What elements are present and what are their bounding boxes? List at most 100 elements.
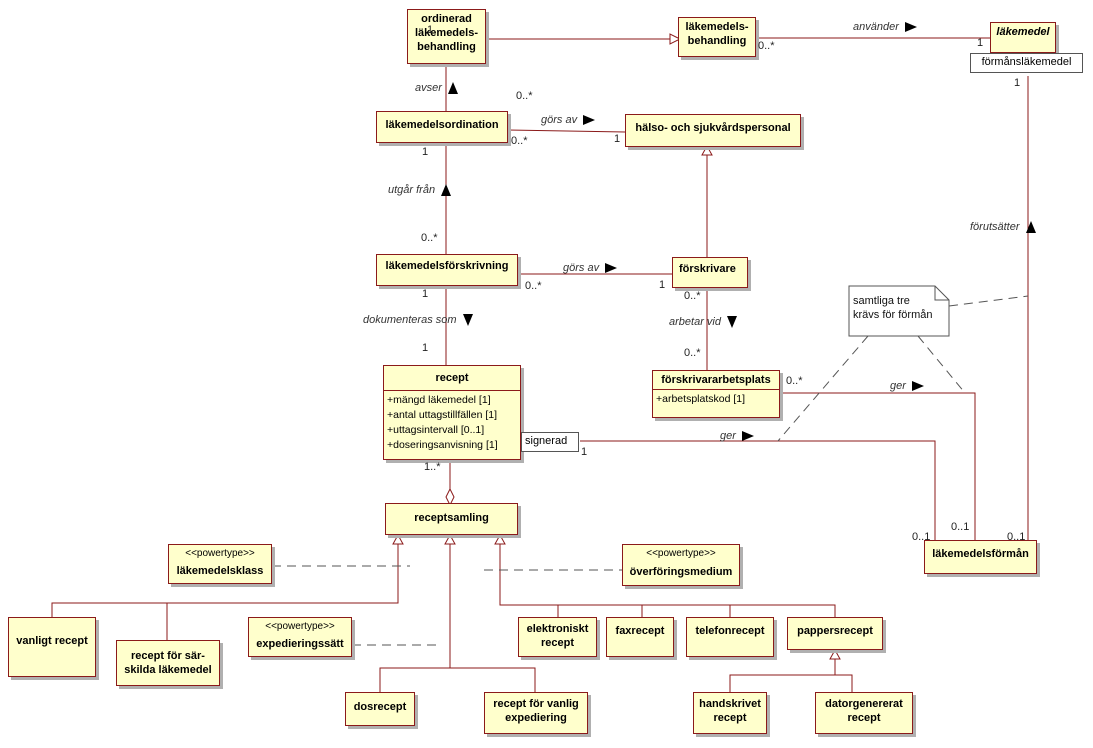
class-name: telefonrecept bbox=[695, 625, 765, 637]
class-name: recept för sär- skilda läkemedel bbox=[124, 650, 212, 676]
class-ordinerad-lakemedelsbehandling[interactable]: ordinerad läkemedels- behandling bbox=[407, 9, 486, 64]
multiplicity: 1 bbox=[422, 288, 429, 300]
generalization-line bbox=[835, 674, 853, 692]
direction-arrow-icon bbox=[726, 316, 737, 329]
class-forskrivararbetsplats[interactable]: förskrivararbetsplats +arbetsplatskod [1… bbox=[652, 370, 780, 418]
class-name: dosrecept bbox=[353, 701, 407, 713]
generalization-line bbox=[450, 667, 536, 692]
stereotype: <<powertype>> bbox=[265, 621, 335, 632]
class-name: förskrivararbetsplats bbox=[661, 374, 771, 386]
class-recept[interactable]: recept +mängd läkemedel [1] +antal uttag… bbox=[383, 365, 521, 460]
attribute: +antal uttagstillfällen [1] bbox=[387, 409, 498, 421]
class-name: ordinerad läkemedels- behandling bbox=[415, 13, 478, 53]
class-name: läkemedelsordination bbox=[385, 119, 499, 131]
stereotype: <<powertype>> bbox=[185, 548, 255, 559]
label-gors-av-2: görs av bbox=[563, 262, 618, 274]
generalization-arrowhead bbox=[701, 144, 713, 156]
class-name: läkemedelsförmån bbox=[932, 548, 1029, 560]
association-line bbox=[580, 440, 936, 540]
qualifier-signerad: signerad bbox=[521, 432, 579, 452]
label-avser: avser bbox=[415, 82, 458, 95]
note-link bbox=[917, 335, 966, 394]
class-attributes: +mängd läkemedel [1] +antal uttagstillfä… bbox=[384, 390, 520, 455]
class-name: vanligt recept bbox=[16, 635, 88, 647]
class-lakemedelsforman[interactable]: läkemedelsförmån bbox=[924, 540, 1037, 574]
label-gors-av-1: görs av bbox=[541, 114, 596, 126]
attribute: +uttagsintervall [0..1] bbox=[387, 424, 485, 436]
class-name: faxrecept bbox=[615, 625, 665, 637]
class-halso-och-sjukvardspersonal[interactable]: hälso- och sjukvårdspersonal bbox=[625, 114, 801, 147]
direction-arrow-icon bbox=[911, 381, 924, 392]
class-overforingsmedium[interactable]: <<powertype>> överföringsmedium bbox=[622, 544, 740, 586]
class-name: läkemedelsförskrivning bbox=[385, 260, 509, 272]
class-name: läkemedelsklass bbox=[176, 565, 264, 577]
direction-arrow-icon bbox=[1025, 221, 1036, 234]
label-anvander: använder bbox=[853, 21, 917, 33]
label-dokumenteras-som: dokumenteras som bbox=[363, 314, 473, 327]
multiplicity: 1 bbox=[977, 37, 984, 49]
attribute: +doseringsanvisning [1] bbox=[387, 439, 498, 451]
constraint-note: samtliga tre krävs för förmån bbox=[853, 295, 933, 321]
class-recept-for-vanlig-expediering[interactable]: recept för vanlig expediering bbox=[484, 692, 588, 734]
class-forskrivare[interactable]: förskrivare bbox=[672, 257, 748, 288]
class-name: handskrivet recept bbox=[699, 698, 761, 724]
class-datorgenererat-recept[interactable]: datorgenererat recept bbox=[815, 692, 913, 734]
multiplicity: 1..* bbox=[424, 461, 441, 473]
class-lakemedelsforskrivning[interactable]: läkemedelsförskrivning bbox=[376, 254, 518, 286]
multiplicity: 0..* bbox=[684, 290, 701, 302]
multiplicity: 1 bbox=[422, 146, 429, 158]
association-line bbox=[780, 392, 976, 540]
attribute: +arbetsplatskod [1] bbox=[656, 393, 746, 405]
class-lakemedelsordination[interactable]: läkemedelsordination bbox=[376, 111, 508, 143]
qualifier-formanslakemedel: förmånsläkemedel bbox=[970, 53, 1083, 73]
generalization-arrowhead bbox=[392, 533, 404, 545]
generalization-arrowhead bbox=[494, 533, 506, 545]
class-faxrecept[interactable]: faxrecept bbox=[606, 617, 674, 657]
direction-arrow-icon bbox=[462, 314, 473, 327]
multiplicity: 0..1 bbox=[912, 531, 931, 543]
class-receptsamling[interactable]: receptsamling bbox=[385, 503, 518, 535]
multiplicity: 1 bbox=[581, 446, 588, 458]
class-pappersrecept[interactable]: pappersrecept bbox=[787, 617, 883, 650]
generalization-arrowhead bbox=[669, 33, 682, 45]
note-shape bbox=[848, 285, 950, 337]
class-lakemedel[interactable]: läkemedel bbox=[990, 22, 1056, 53]
generalization-arrowhead bbox=[444, 533, 456, 545]
label-utgar-fran: utgår från bbox=[388, 184, 452, 197]
class-expedieringssatt[interactable]: <<powertype>> expedieringssätt bbox=[248, 617, 352, 657]
multiplicity: 0..* bbox=[516, 90, 533, 102]
class-vanligt-recept[interactable]: vanligt recept bbox=[8, 617, 96, 677]
class-lakemedelsklass[interactable]: <<powertype>> läkemedelsklass bbox=[168, 544, 272, 584]
generalization-line bbox=[499, 544, 836, 617]
label-ger-1: ger bbox=[890, 380, 924, 392]
class-telefonrecept[interactable]: telefonrecept bbox=[686, 617, 774, 657]
label-ger-2: ger bbox=[720, 430, 754, 442]
multiplicity: 0..* bbox=[758, 40, 775, 52]
class-lakemedelsbehandling[interactable]: läkemedels- behandling bbox=[678, 17, 756, 57]
multiplicity: 0..* bbox=[421, 232, 438, 244]
generalization-arrowhead bbox=[829, 648, 841, 660]
multiplicity: 0..* bbox=[525, 280, 542, 292]
class-name: recept bbox=[435, 372, 469, 384]
label-forutsatter: förutsätter bbox=[970, 221, 1036, 234]
stereotype: <<powertype>> bbox=[646, 548, 716, 559]
class-dosrecept[interactable]: dosrecept bbox=[345, 692, 415, 726]
multiplicity: 0..1 bbox=[951, 521, 970, 533]
generalization-line bbox=[379, 544, 451, 692]
class-recept-for-sarskilda-lakemedel[interactable]: recept för sär- skilda läkemedel bbox=[116, 640, 220, 686]
multiplicity: 1 bbox=[659, 279, 666, 291]
attribute: +mängd läkemedel [1] bbox=[387, 394, 491, 406]
multiplicity: 1 bbox=[614, 133, 621, 145]
class-name: läkemedel bbox=[996, 26, 1050, 38]
multiplicity: 1 bbox=[427, 24, 434, 36]
class-elektroniskt-recept[interactable]: elektroniskt recept bbox=[518, 617, 597, 657]
direction-arrow-icon bbox=[605, 263, 618, 274]
label-arbetar-vid: arbetar vid bbox=[669, 316, 737, 329]
multiplicity: 0..* bbox=[684, 347, 701, 359]
class-handskrivet-recept[interactable]: handskrivet recept bbox=[693, 692, 767, 734]
class-name: recept för vanlig expediering bbox=[493, 698, 579, 724]
class-name: elektroniskt recept bbox=[526, 623, 589, 649]
class-name: datorgenererat recept bbox=[825, 698, 903, 724]
